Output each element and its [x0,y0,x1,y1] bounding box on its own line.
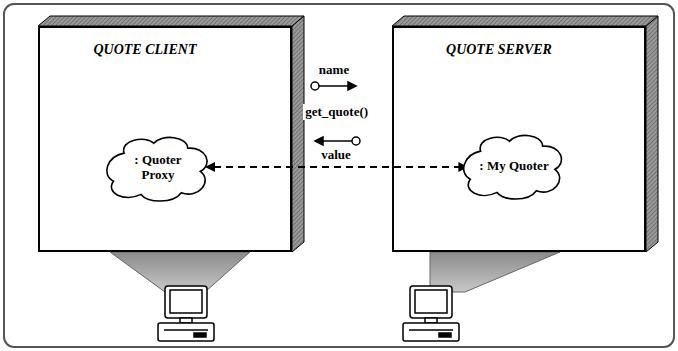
object-name: : My Quoter [479,159,548,174]
message-label: value [319,147,353,163]
edge-label: get_quote() [303,104,370,120]
box-title: QUOTE CLIENT [40,42,290,58]
box-top [38,16,304,26]
box-side [292,16,304,252]
flow-arrow [311,82,356,90]
process-box: QUOTE SERVER : My Quoter [392,26,646,252]
box-top [392,16,658,26]
call-connector [205,162,468,172]
object-name: : Quoter Proxy [122,153,194,183]
message-label: name [317,62,351,78]
box-title: QUOTE SERVER [394,42,644,58]
object-cloud: : Quoter Proxy [105,135,211,201]
computer-icon [158,286,214,341]
outer-frame [4,4,674,347]
computer-icon [403,286,459,341]
process-box: QUOTE CLIENT : Quoter Proxy [38,26,292,252]
box-side [646,16,658,252]
flow-arrow [315,137,360,145]
object-cloud: : My Quoter [462,133,565,199]
